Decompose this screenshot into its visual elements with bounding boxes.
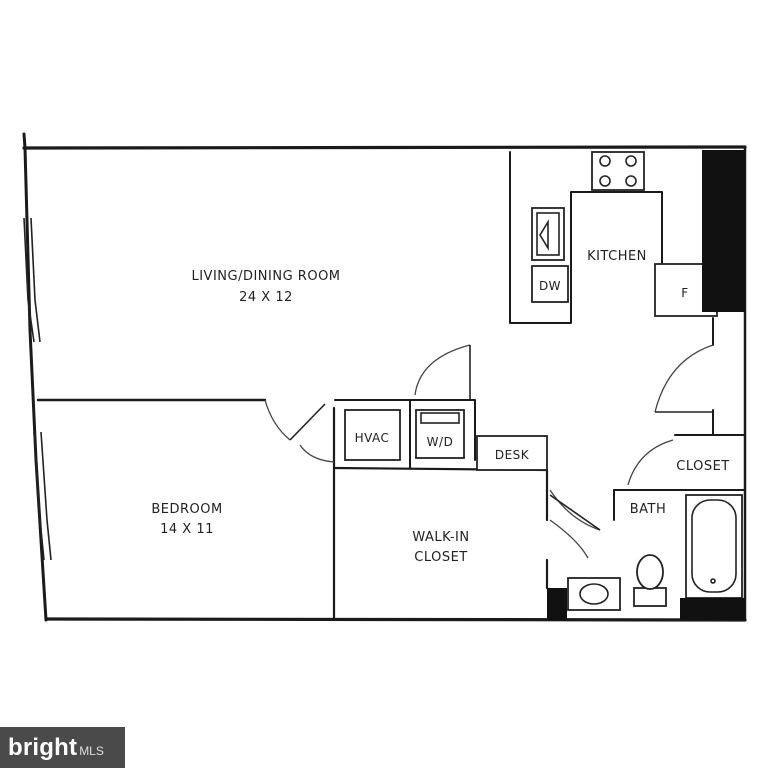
desk-label: DESK <box>495 448 530 462</box>
doors <box>264 344 714 559</box>
left-wall-windows <box>23 217 52 561</box>
vanity-sink-icon <box>567 577 621 611</box>
walkin-closet-label-2: CLOSET <box>414 550 468 565</box>
fridge-label: F <box>681 286 688 300</box>
desk-icon <box>476 435 548 471</box>
watermark-brand: bright <box>8 733 78 761</box>
mls-watermark: bright MLS <box>0 727 125 768</box>
interior-walls <box>36 151 746 621</box>
hvac-label: HVAC <box>355 431 390 445</box>
washer-dryer-icon <box>415 409 465 459</box>
watermark-suffix: MLS <box>79 743 104 758</box>
bedroom-label: BEDROOM <box>151 502 222 517</box>
exterior-walls <box>22 132 747 622</box>
walkin-closet-label-1: WALK-IN <box>412 530 469 545</box>
hvac-icon <box>344 409 401 461</box>
toilet-tank-icon <box>633 587 667 607</box>
living-room-size: 24 X 12 <box>239 290 293 305</box>
kitchen-wall-block <box>702 150 745 312</box>
toilet-bowl-icon <box>636 554 664 590</box>
kitchen-fixtures <box>531 150 745 317</box>
bath-corner-block <box>547 588 567 620</box>
stove-icon <box>591 151 645 191</box>
washer-dryer-label: W/D <box>427 435 454 449</box>
bath-wall-block <box>680 598 745 620</box>
utility-fixtures <box>344 409 548 471</box>
kitchen-label: KITCHEN <box>587 249 647 264</box>
living-room-label: LIVING/DINING ROOM <box>191 269 340 284</box>
dishwasher-label: DW <box>539 279 561 293</box>
bath-fixtures <box>547 494 745 620</box>
dishwasher-icon <box>531 265 569 303</box>
closet-label: CLOSET <box>676 459 730 474</box>
bedroom-size: 14 X 11 <box>160 522 214 537</box>
room-labels: LIVING/DINING ROOM 24 X 12 BEDROOM 14 X … <box>151 249 729 565</box>
bathtub-icon <box>685 494 743 599</box>
bath-label: BATH <box>630 502 667 517</box>
